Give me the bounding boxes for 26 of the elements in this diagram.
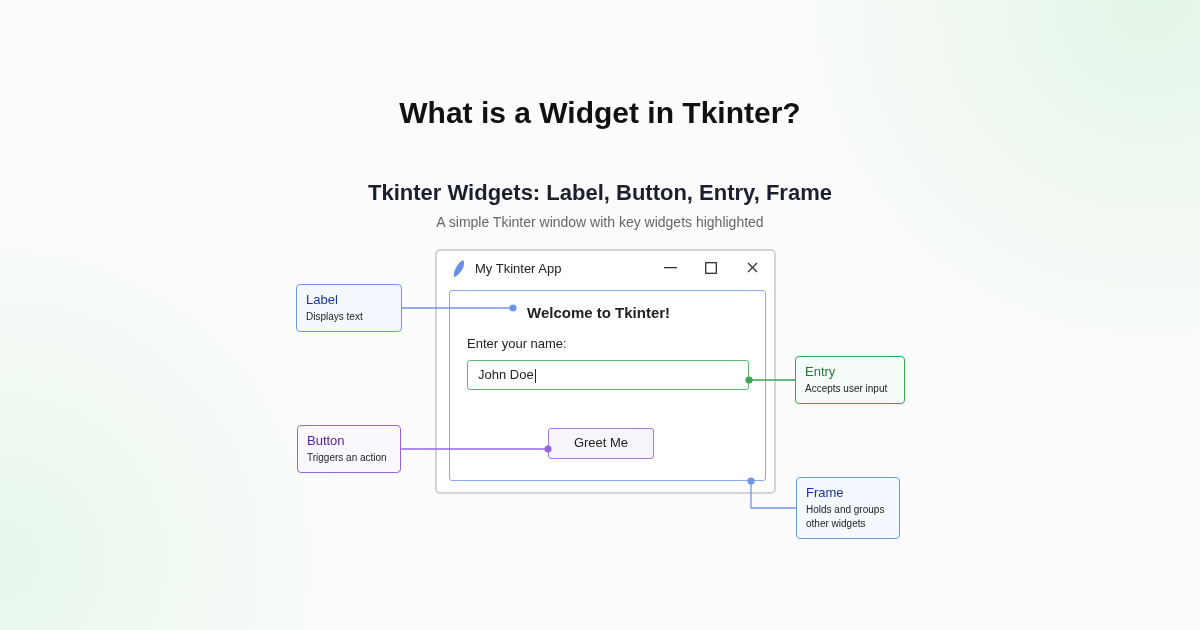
callout-text: Displays text bbox=[306, 310, 364, 324]
push-button: Greet Me bbox=[548, 428, 654, 459]
leader-line bbox=[745, 376, 796, 384]
diagram-heading: Tkinter Widgets: Label, Button, Entry, Frame bbox=[367, 180, 833, 206]
page-title: What is a Widget in Tkinter? bbox=[398, 96, 802, 130]
callout-box bbox=[796, 477, 900, 539]
callout-title: Label bbox=[306, 292, 339, 307]
callout-title: Button bbox=[307, 433, 346, 448]
callout-box bbox=[297, 425, 401, 473]
callout-title: Frame bbox=[806, 485, 845, 500]
leader-line bbox=[401, 304, 517, 312]
entry-field: John Doe bbox=[467, 360, 749, 390]
frame-border bbox=[449, 290, 766, 481]
callout-box bbox=[795, 356, 905, 404]
callout-title: Entry bbox=[805, 364, 837, 379]
app-window bbox=[435, 249, 776, 494]
callout-text: Holds and groups other widgets bbox=[806, 503, 886, 531]
callout-box bbox=[296, 284, 402, 332]
field-prompt: Enter your name: bbox=[467, 336, 567, 351]
callout-text: Triggers an action bbox=[307, 451, 388, 465]
callout-text: Accepts user input bbox=[805, 382, 889, 396]
window-title: My Tkinter App bbox=[475, 261, 562, 276]
welcome-text: Welcome to Tkinter! bbox=[513, 302, 671, 324]
diagram-subtitle: A simple Tkinter window with key widgets highlighted bbox=[435, 214, 765, 230]
leader-line bbox=[400, 445, 552, 453]
leader-line bbox=[747, 477, 797, 509]
